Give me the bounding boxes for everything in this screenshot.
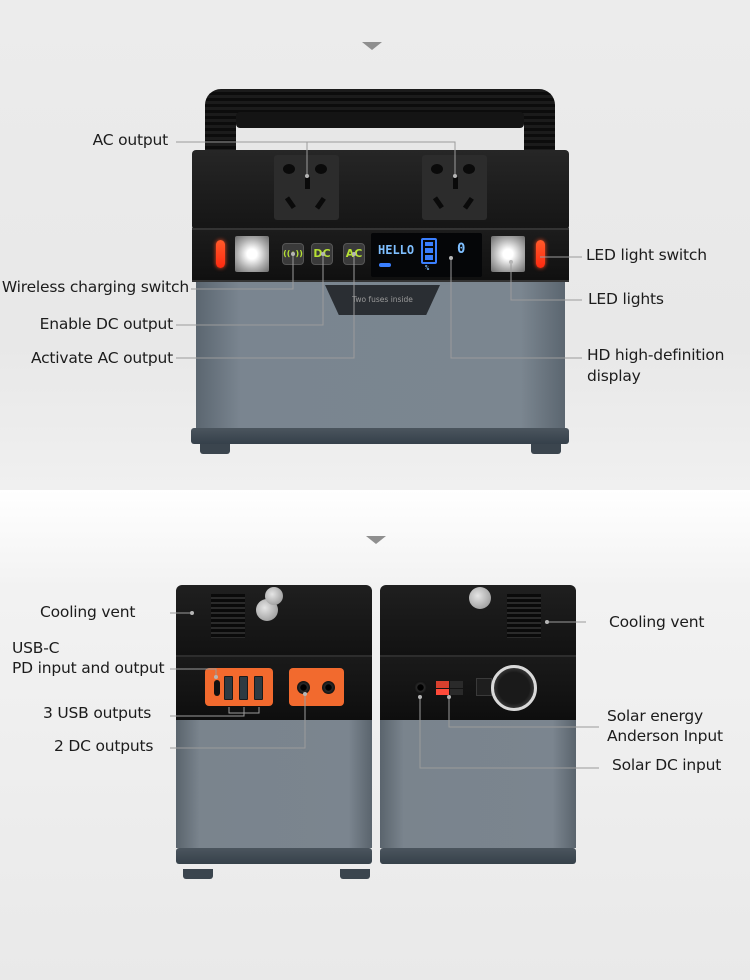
solar-dc-input-port[interactable] xyxy=(414,681,427,694)
usb-a-port-3[interactable] xyxy=(254,676,263,700)
callout-solar-anderson-line2: Anderson Input xyxy=(607,727,723,745)
display-value-text: 0 xyxy=(457,241,466,257)
callout-dc-outputs: 2 DC outputs xyxy=(54,737,154,755)
callout-activate-ac-output: Activate AC output xyxy=(30,349,173,367)
device-foot xyxy=(183,869,213,879)
down-arrow-icon xyxy=(366,536,386,544)
led-light-right xyxy=(491,236,525,272)
hd-display: HELLO % 0 xyxy=(371,233,482,277)
callout-wireless-charging-switch: Wireless charging switch xyxy=(1,278,189,296)
usb-c-port[interactable] xyxy=(214,680,220,696)
wireless-charging-button[interactable]: ((•)) xyxy=(282,243,304,265)
rear-views-panel xyxy=(0,490,750,980)
dc-output-button[interactable]: DC xyxy=(311,243,333,265)
callout-hd-display-line2: display xyxy=(587,367,641,385)
fuse-cover: Two fuses inside xyxy=(325,285,440,315)
callout-hd-display-line1: HD high-definition xyxy=(587,346,725,364)
device-foot xyxy=(340,869,370,879)
indicator-square xyxy=(476,678,492,696)
rear-unit-right xyxy=(380,585,576,864)
callout-cooling-vent-right: Cooling vent xyxy=(609,613,705,631)
unit-battery-housing xyxy=(380,720,576,848)
callout-usb-c-line1: USB-C xyxy=(12,639,60,657)
cooling-vent-right xyxy=(507,594,541,638)
ac-socket-panel xyxy=(192,150,569,230)
ac-output-button[interactable]: AC xyxy=(343,243,365,265)
anderson-input-port[interactable] xyxy=(436,681,464,695)
display-usb-indicator xyxy=(379,263,391,267)
dc-output-port-1[interactable] xyxy=(297,681,310,694)
usb-a-port-1[interactable] xyxy=(224,676,233,700)
led-light-switch-right[interactable] xyxy=(536,240,545,268)
down-arrow-icon xyxy=(362,42,382,50)
unit-base xyxy=(380,848,576,864)
device-foot-right xyxy=(531,444,561,454)
led-light-switch-left[interactable] xyxy=(216,240,225,268)
battery-level-icon xyxy=(421,238,437,264)
handle-knob-left-2 xyxy=(265,587,283,605)
unit-battery-housing xyxy=(176,720,372,848)
cooling-vent-left xyxy=(211,594,245,638)
callout-solar-anderson-line1: Solar energy xyxy=(607,707,704,725)
led-light-left xyxy=(235,236,269,272)
device-foot-left xyxy=(200,444,230,454)
callout-solar-dc-input: Solar DC input xyxy=(612,756,722,774)
callout-enable-dc-output: Enable DC output xyxy=(39,315,174,333)
ac-socket-right-holes-icon xyxy=(431,164,475,210)
car-charger-port[interactable] xyxy=(491,665,537,711)
handle-grip xyxy=(236,112,524,128)
rear-unit-left xyxy=(176,585,372,864)
callout-usb-outputs: 3 USB outputs xyxy=(43,704,152,722)
callout-usb-c-line2: PD input and output xyxy=(12,659,165,677)
dc-output-port-2[interactable] xyxy=(322,681,335,694)
callout-cooling-vent-left: Cooling vent xyxy=(40,603,136,621)
usb-a-port-2[interactable] xyxy=(239,676,248,700)
display-status-text: HELLO xyxy=(378,243,415,257)
unit-base xyxy=(176,848,372,864)
display-percent-symbol: % xyxy=(425,264,430,272)
handle-knob-right xyxy=(469,587,491,609)
device-base xyxy=(191,428,569,444)
callout-led-light-switch: LED light switch xyxy=(586,246,707,264)
callout-led-lights: LED lights xyxy=(588,290,664,308)
callout-ac-output: AC output xyxy=(92,131,169,149)
ac-socket-left-holes-icon xyxy=(283,164,327,210)
